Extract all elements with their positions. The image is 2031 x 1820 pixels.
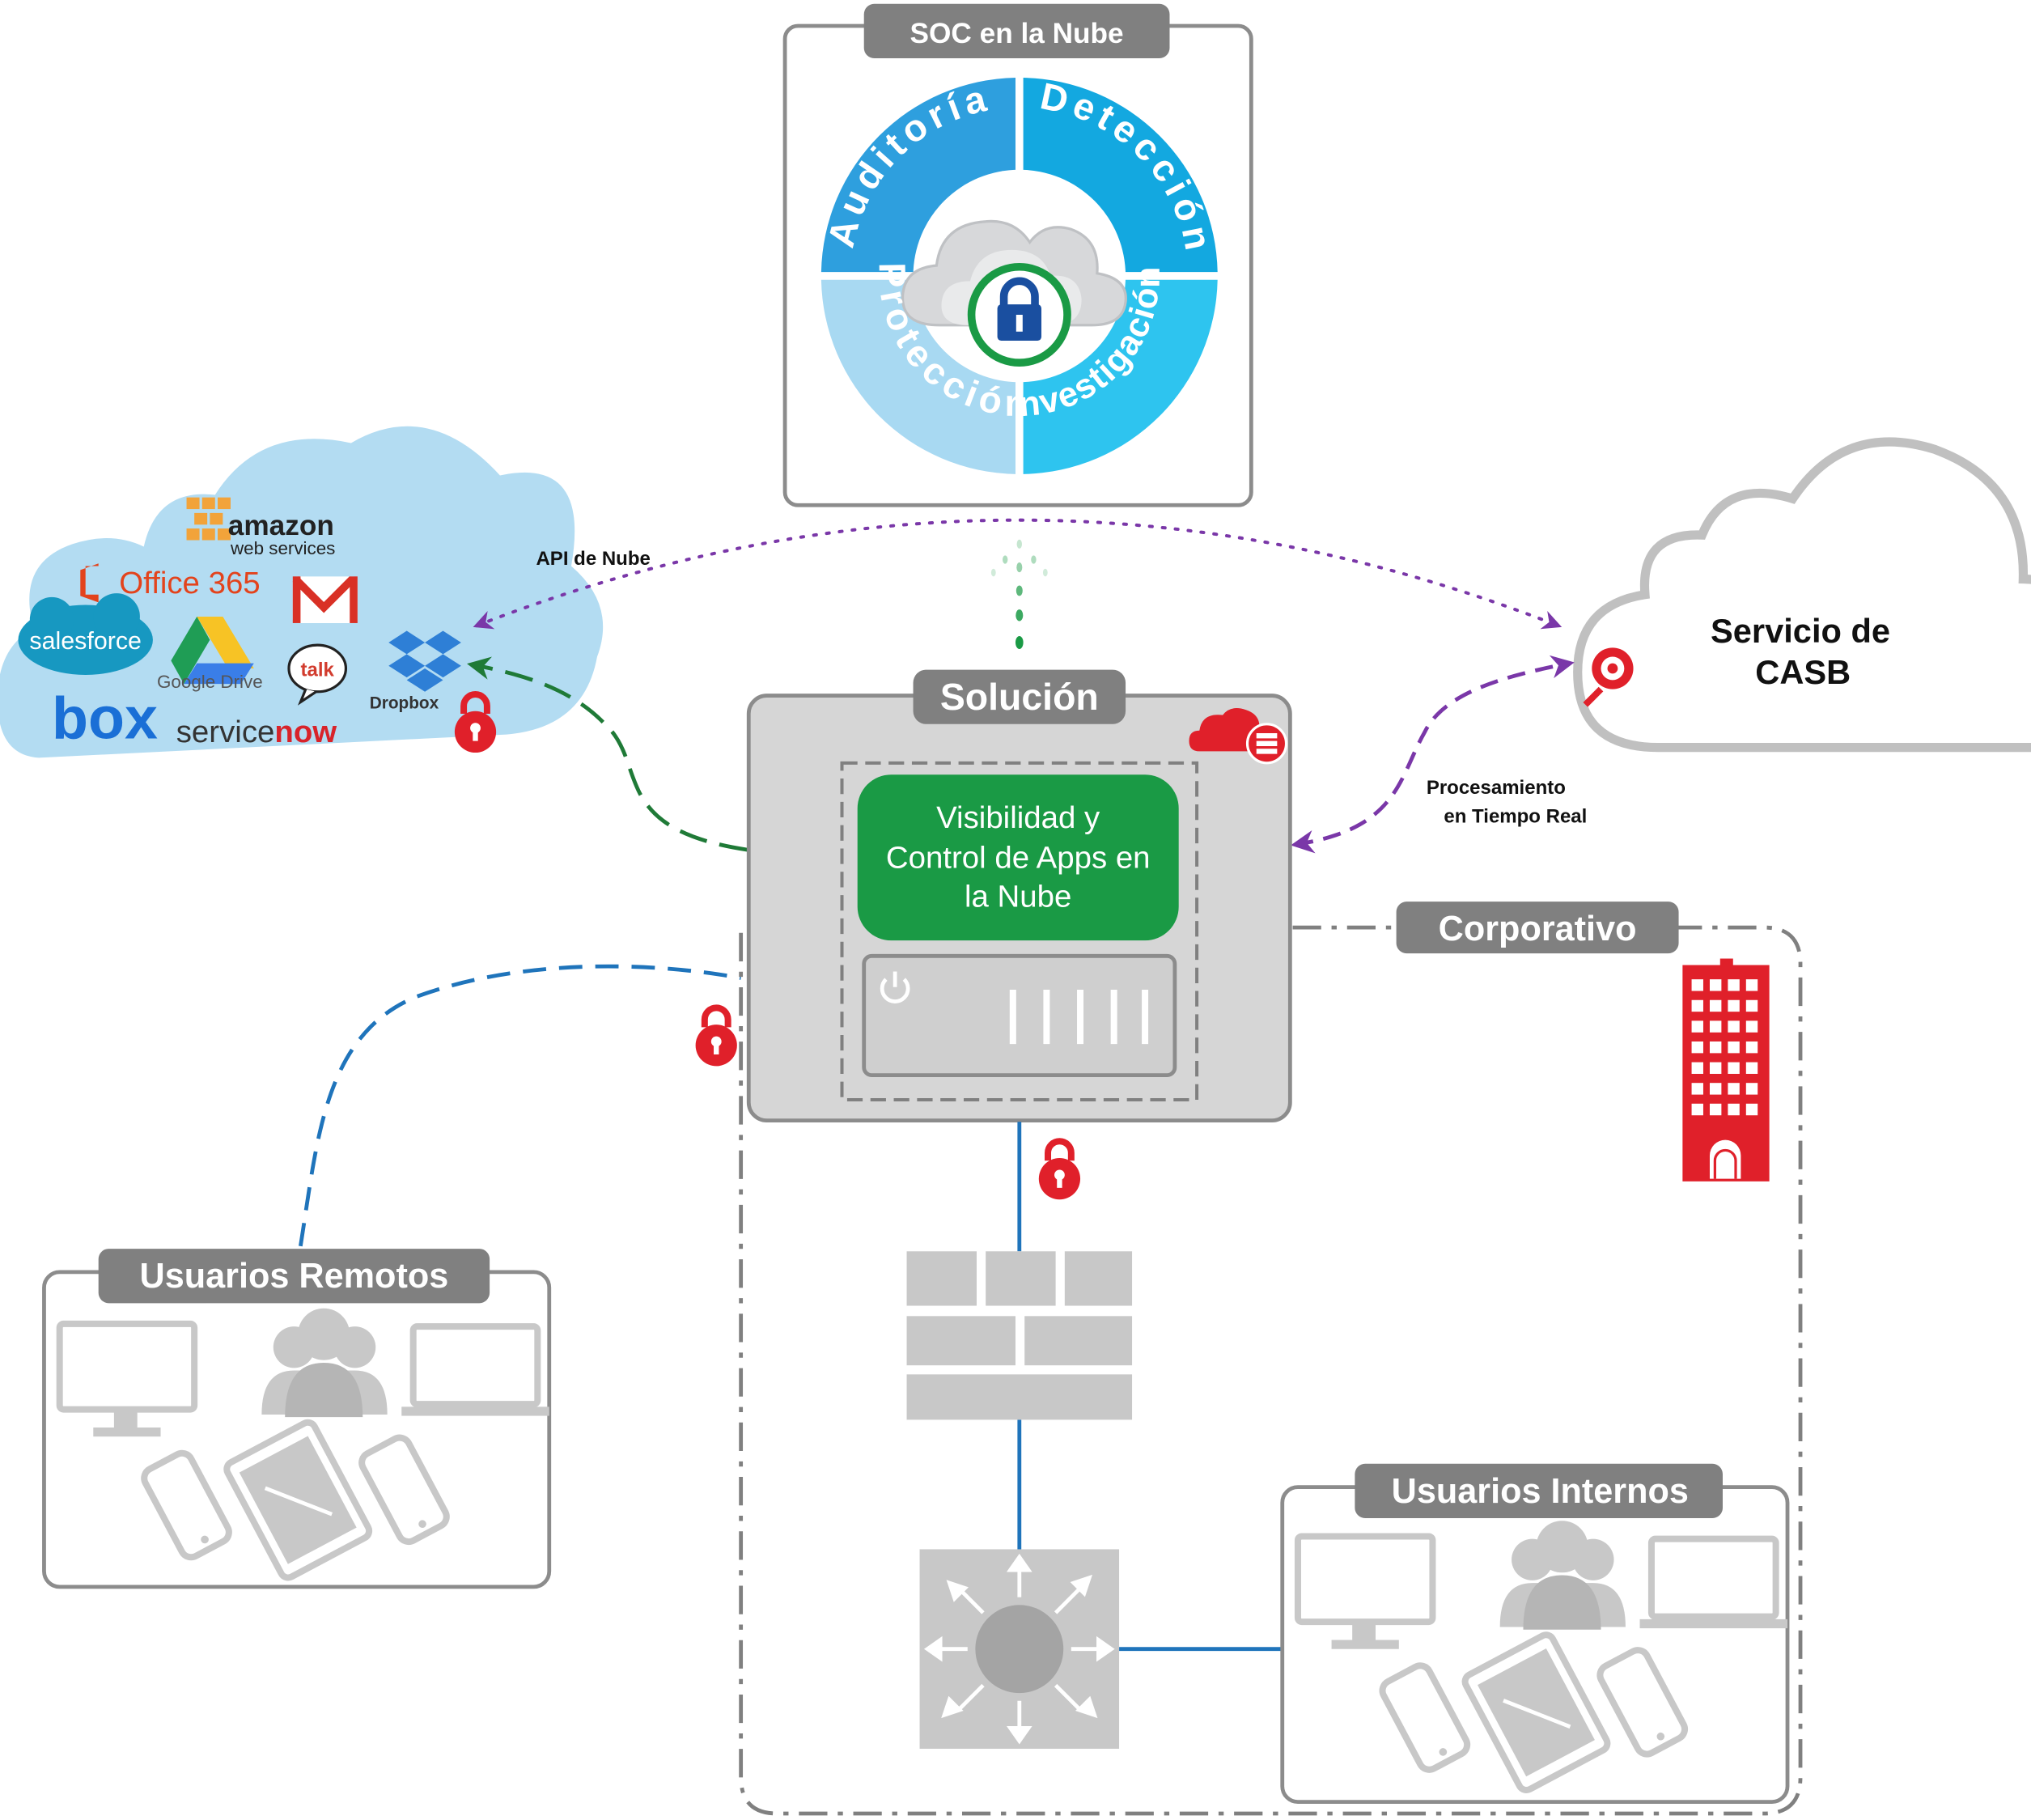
saas-connection-line [467, 656, 748, 852]
amazon-text: amazon [228, 510, 334, 541]
internal-users-title-pill [1355, 1463, 1723, 1519]
segment-deteccion [1023, 78, 1218, 273]
gmail-logo [292, 576, 358, 623]
internal-users-panel: Usuarios Internos [1280, 1463, 1787, 1804]
api-label: API de Nube [536, 548, 650, 570]
segment-auditoria [820, 78, 1016, 273]
realtime-connection-line [1291, 655, 1575, 854]
google-drive-text: Google Drive [157, 672, 263, 692]
segment-investigacion [1023, 279, 1218, 474]
soc-title-pill [863, 3, 1170, 59]
remote-users-panel: Usuarios Remotos [42, 1249, 549, 1589]
remote-users-title: Usuarios Remotos [140, 1257, 449, 1296]
talk-logo: talk [287, 643, 348, 706]
box-logo: box [52, 684, 158, 751]
visibility-line-2: Control de Apps en [886, 840, 1151, 875]
salesforce-logo: salesforce [18, 593, 153, 675]
saas-apps-cloud: amazon web services Office 365 salesforc… [0, 426, 604, 758]
lock-icon-corporate [1039, 1141, 1080, 1199]
soc-title: SOC en la Nube [910, 18, 1124, 49]
magnifier-icon [1583, 647, 1634, 707]
soc-wheel: Auditoría Detección Protección Investiga… [820, 74, 1218, 474]
soc-panel: SOC en la Nube Auditor [782, 3, 1253, 507]
dropbox-text: Dropbox [370, 694, 439, 713]
corporate-region: Corporativo [739, 902, 1803, 1816]
visibility-control-box [857, 774, 1179, 941]
servicenow-logo: servicenow [176, 715, 337, 749]
lock-icon-remote [696, 1008, 737, 1066]
api-connection-line [473, 518, 1562, 630]
dropbox-logo: Dropbox [370, 630, 461, 713]
solution-panel: Solución Visibilidad y Control de Apps e… [746, 669, 1292, 1123]
padlock-shield-icon [967, 262, 1071, 367]
solution-title-pill [913, 669, 1126, 724]
casb-line-1: Servicio de [1711, 612, 1890, 650]
building-icon [1682, 958, 1770, 1182]
cloud-server-icon [1189, 708, 1288, 765]
visibility-line-1: Visibilidad y [936, 800, 1100, 835]
office-365-logo: Office 365 [80, 563, 261, 603]
google-drive-logo: Google Drive [157, 616, 263, 692]
amazon-logo: amazon web services [186, 497, 335, 558]
casb-line-2: CASB [1755, 653, 1851, 691]
remote-connection-line [299, 964, 742, 1247]
solution-title: Solución [940, 676, 1099, 718]
appliance-icon [862, 953, 1177, 1077]
visibility-line-3: la Nube [965, 879, 1071, 914]
office-text: Office 365 [119, 566, 260, 600]
servicenow-text-a: service [176, 715, 275, 749]
segment-proteccion [820, 279, 1016, 474]
talk-text: talk [301, 660, 335, 681]
upload-dots-arrow [990, 539, 1048, 649]
internal-users-title: Usuarios Internos [1392, 1472, 1689, 1511]
firewall-icon [906, 1251, 1133, 1420]
processing-label-1: Procesamiento [1427, 777, 1566, 799]
svg-text:servicenow: servicenow [176, 715, 337, 749]
amazon-sub-text: web services [230, 538, 335, 558]
network-switch-icon [919, 1549, 1120, 1749]
processing-label-2: en Tiempo Real [1444, 805, 1587, 827]
casb-cloud: Servicio de CASB [1573, 437, 2031, 753]
corporate-title-pill [1396, 902, 1679, 954]
corporate-title: Corporativo [1439, 910, 1637, 948]
servicenow-text-b: now [274, 715, 337, 749]
remote-users-title-pill [98, 1249, 490, 1304]
salesforce-text: salesforce [29, 627, 142, 655]
